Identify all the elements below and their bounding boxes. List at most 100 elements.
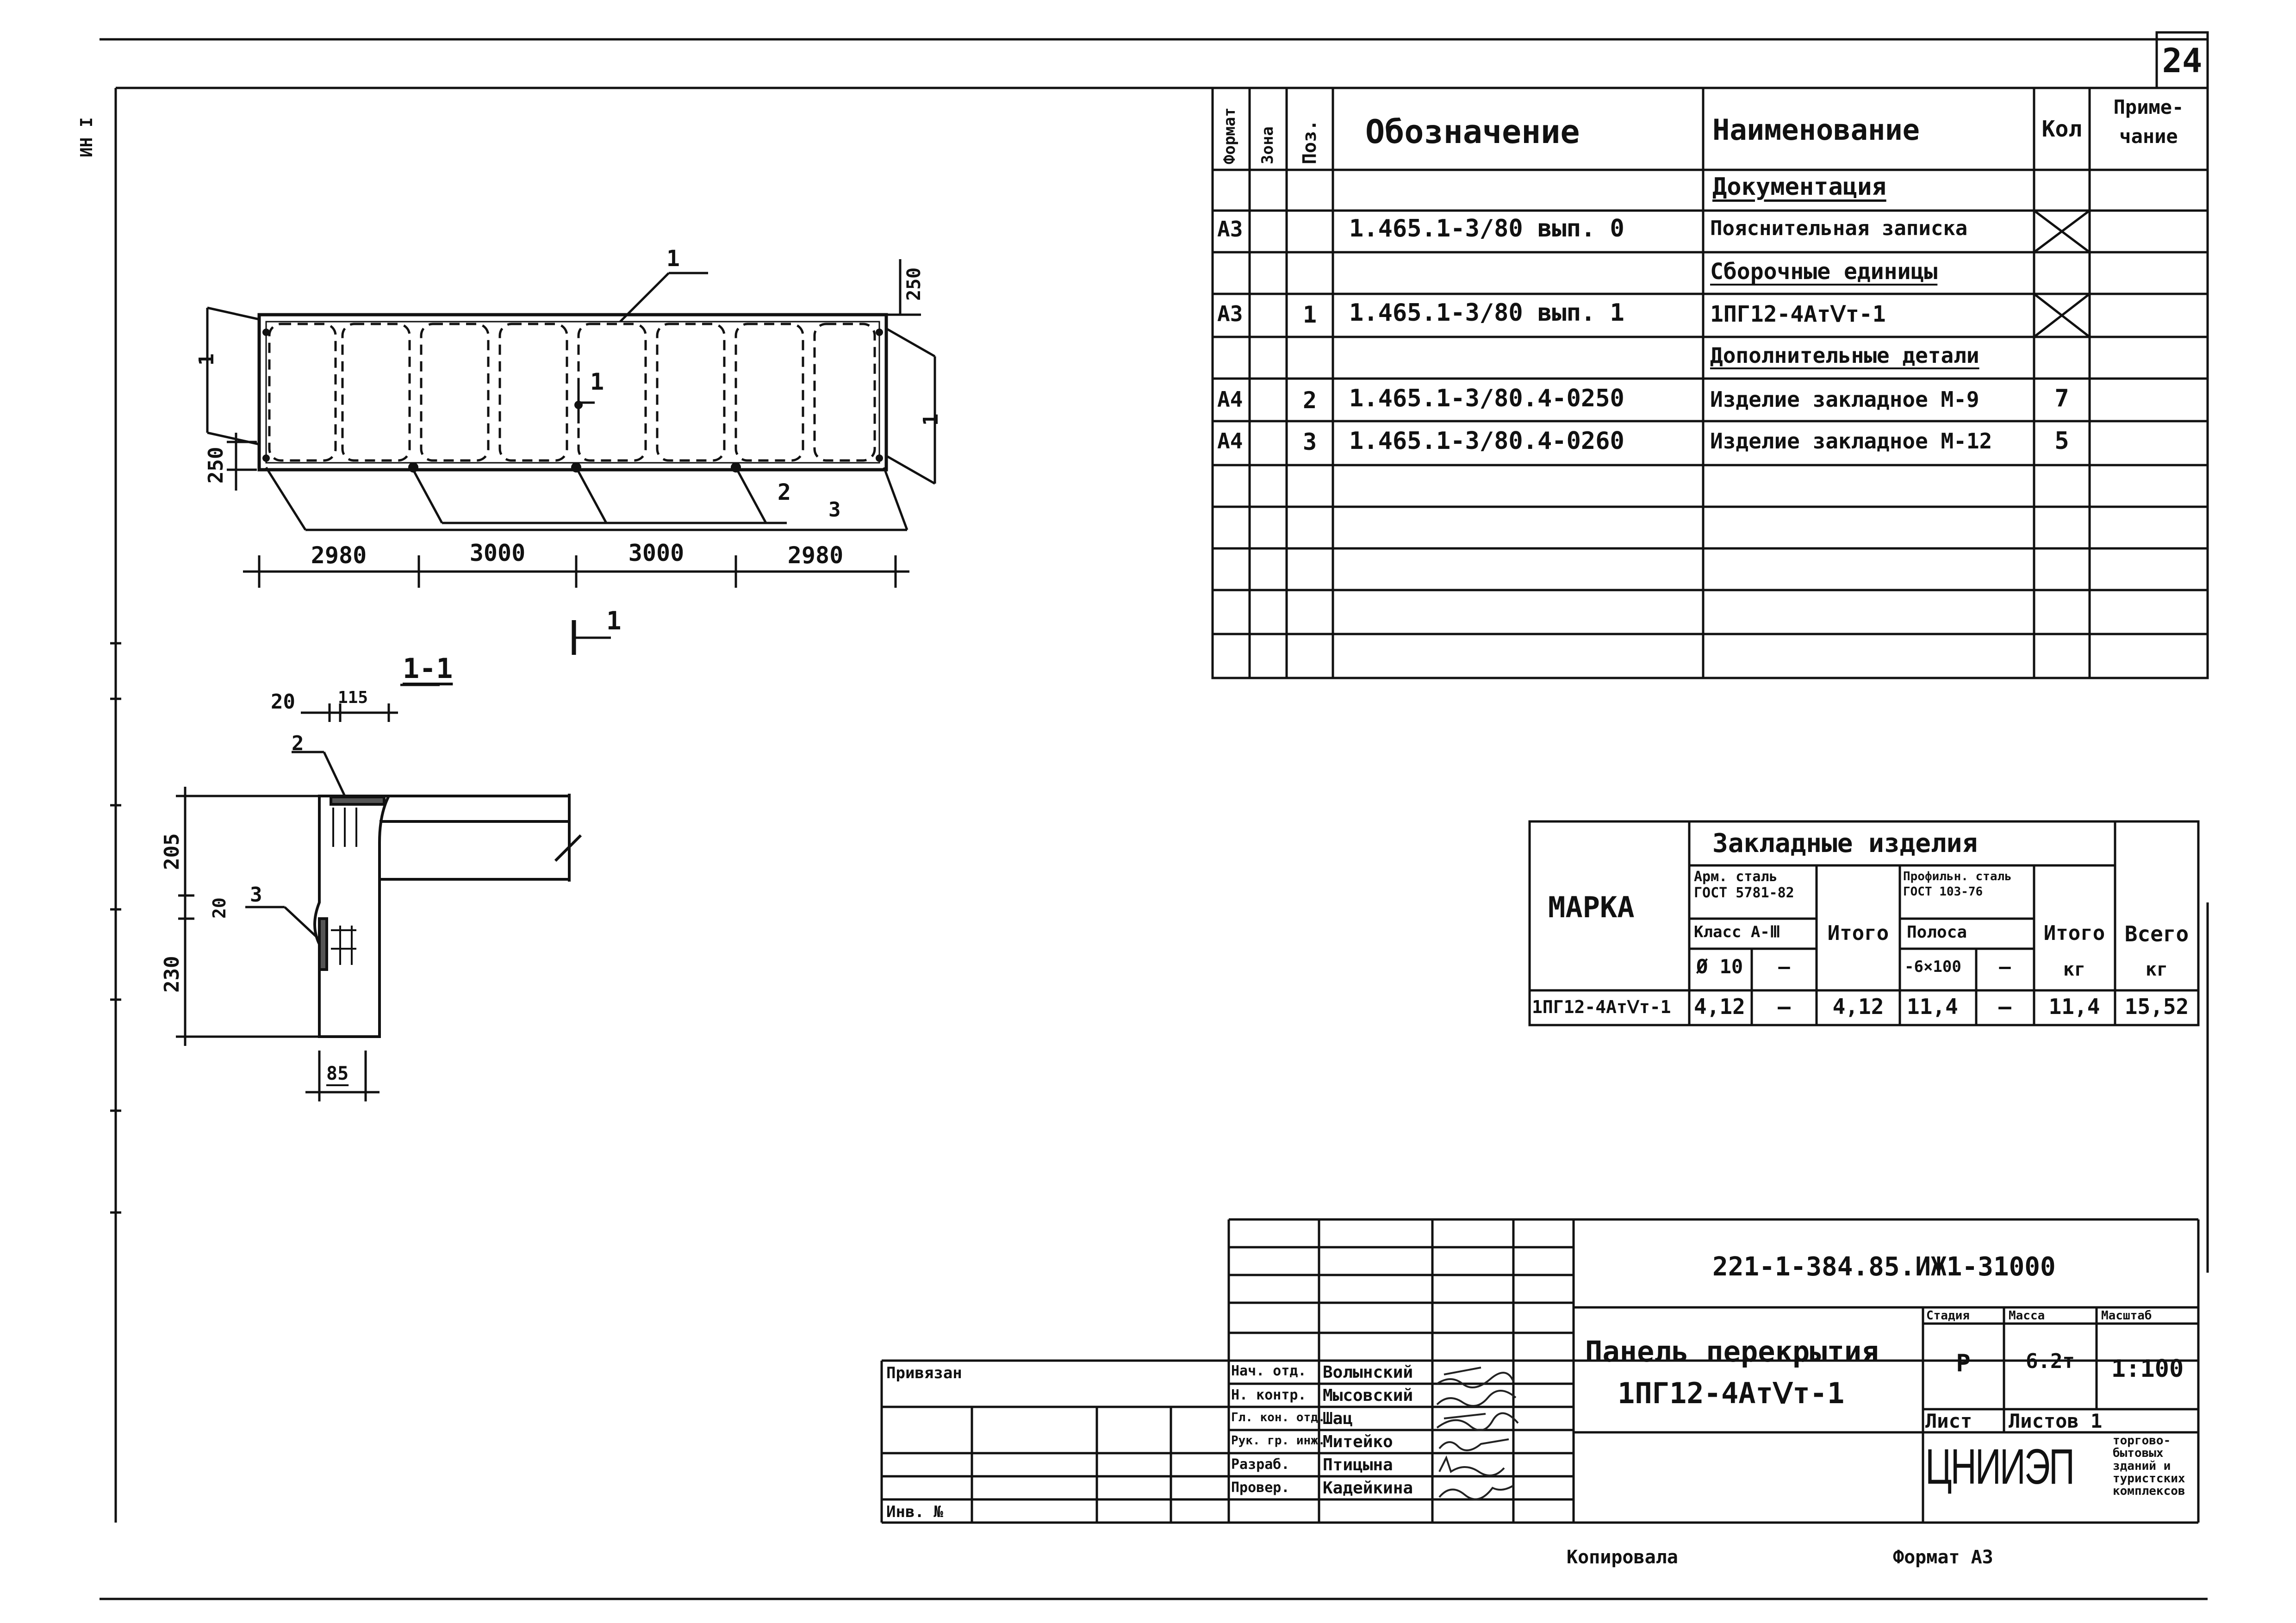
doc-title-line2: 1ПГ12-4АтⅤт-1: [1618, 1376, 1845, 1410]
spec-row-format: А3: [1217, 301, 1243, 326]
spec-row-format: А4: [1217, 429, 1243, 454]
plan-section-mark-left: 1: [195, 353, 218, 366]
copied-by: Копировала: [1567, 1547, 1678, 1568]
embedded-prof-dash: —: [1999, 955, 2011, 978]
role-n-kontr: Н. контр.: [1231, 1387, 1307, 1403]
embedded-row-total: 15,52: [2124, 994, 2189, 1019]
embedded-arm-class: Класс А-Ⅲ: [1694, 923, 1781, 941]
spec-header-zone: Зона: [1258, 126, 1277, 164]
embedded-strip: Полоса: [1907, 923, 1967, 942]
plan-callout-1: 1: [666, 246, 680, 272]
plan-section-mark-mid: 1: [590, 368, 604, 395]
sheets-label: Листов 1: [2009, 1410, 2103, 1432]
section-callout-3: 3: [250, 883, 262, 907]
spec-row-pos: 1: [1302, 301, 1317, 328]
sheet-label: Лист: [1925, 1410, 1972, 1432]
plan-view-nodes: [262, 329, 883, 473]
section-dim-20: 20: [271, 690, 295, 714]
spec-row-designation: 1.465.1-3/80.4-0260: [1349, 427, 1624, 455]
embedded-row-arm-total: 4,12: [1832, 994, 1884, 1019]
plan-view-cells: [268, 323, 876, 462]
role-name: Шац: [1323, 1409, 1353, 1428]
role-name: Волынский: [1323, 1363, 1413, 1382]
plan-top-dim: 250: [903, 267, 925, 301]
spec-row-designation: 1.465.1-3/80 вып. 1: [1349, 299, 1624, 327]
embedded-table-grid: [1528, 820, 2200, 1026]
plan-callout-3: 3: [828, 498, 841, 522]
spec-header-note: Приме-чание: [2113, 96, 2184, 148]
role-name: Кадейкина: [1323, 1479, 1413, 1498]
mass-label: Масса: [2009, 1309, 2045, 1323]
plan-dim-3: 3000: [628, 540, 684, 566]
signature-marks: [1436, 1367, 1519, 1500]
bound-label: Привязан: [886, 1364, 962, 1382]
section-dim-205: 205: [160, 833, 184, 870]
scale-label: Масштаб: [2101, 1309, 2152, 1323]
spec-row-name: 1ПГ12-4АтⅤт-1: [1710, 301, 1886, 327]
doc-code: 221-1-384.85.ИЖ1-31000: [1712, 1252, 2056, 1282]
doc-title-line1: Панель перекрытия: [1585, 1335, 1879, 1368]
spec-row-format: А3: [1217, 217, 1243, 242]
spec-row-name: Пояснительная записка: [1710, 217, 1968, 240]
role-razrab: Разраб.: [1231, 1456, 1290, 1473]
spec-header-format: Формат: [1220, 107, 1239, 164]
section-dim-115: 115: [338, 688, 368, 707]
spec-row-qty: 5: [2054, 427, 2069, 455]
plan-section-mark-bottom: 1: [606, 606, 622, 635]
embedded-arm-steel: Арм. сталь ГОСТ 5781-82: [1694, 869, 1794, 901]
role-gl-kon: Гл. кон. отд.: [1231, 1411, 1325, 1424]
plan-side-dim: 250: [204, 447, 228, 484]
plan-section-mark-right: 1: [919, 413, 943, 426]
title-block-grid: [880, 1218, 2200, 1524]
section-dim-20b: 20: [209, 897, 230, 919]
plan-callout-2: 2: [778, 479, 791, 505]
spec-row-name: Изделие закладное М-12: [1710, 429, 1992, 454]
embedded-arm-dash: —: [1778, 955, 1790, 978]
spec-row-qty: 7: [2054, 385, 2069, 412]
role-name: Митейко: [1323, 1432, 1393, 1451]
spec-header-designation: Обозначение: [1365, 113, 1580, 151]
plan-dim-2: 3000: [469, 540, 526, 566]
inv-label: Инв. №: [886, 1503, 943, 1521]
format-label: Формат А3: [1893, 1547, 1993, 1568]
spec-row-section-assemblies: Сборочные единицы: [1710, 259, 1938, 285]
section-callout-2: 2: [292, 732, 304, 755]
spec-row-section-docs: Документация: [1712, 173, 1886, 201]
section-view-drawing: [313, 794, 582, 1038]
spec-row-name: Изделие закладное М-9: [1710, 387, 1979, 412]
embedded-itogo-kg: Итого: [2043, 921, 2105, 945]
embedded-prof-steel: Профильн. сталь ГОСТ 103-76: [1903, 870, 2012, 899]
org-subtitle: торгово- бытовых зданий и туристских ком…: [2113, 1434, 2185, 1499]
mass-value: 6.2т: [2026, 1349, 2075, 1373]
embedded-strip-size: -6×100: [1904, 958, 1961, 976]
role-name: Мысовский: [1323, 1386, 1413, 1405]
stage-value: Р: [1956, 1349, 1971, 1377]
spec-row-designation: 1.465.1-3/80.4-0250: [1349, 385, 1624, 412]
role-name: Птицына: [1323, 1455, 1393, 1474]
embedded-row-prof-total: 11,4: [2048, 994, 2100, 1019]
plan-dim-1: 2980: [311, 542, 367, 569]
spec-row-section-details: Дополнительные детали: [1710, 343, 1979, 368]
spec-header-qty: Кол: [2041, 116, 2082, 142]
embedded-row-arm-dash: —: [1778, 994, 1791, 1019]
embedded-row-arm: 4,12: [1694, 994, 1745, 1019]
embedded-total-unit: кг: [2145, 959, 2168, 980]
stage-label: Стадия: [1926, 1309, 1970, 1323]
scale-value: 1:100: [2111, 1355, 2184, 1383]
embedded-title: Закладные изделия: [1712, 828, 1978, 858]
plan-dim-4: 2980: [787, 542, 844, 569]
embedded-row-mark: 1ПГ12-4АтⅤт-1: [1532, 997, 1671, 1017]
role-ruk-gr: Рук. гр. инж.: [1231, 1434, 1325, 1448]
org-logo: ЦНИИЭП: [1925, 1438, 2075, 1494]
spec-header-name: Наименование: [1712, 113, 1920, 147]
spec-row-pos: 2: [1302, 387, 1317, 414]
plan-view-drawing: [257, 313, 888, 472]
embedded-arm-dia: Ø 10: [1696, 955, 1743, 978]
embedded-itogo: Итого: [1827, 921, 1889, 945]
page-number: 24: [2162, 41, 2203, 80]
spec-header-pos: Поз.: [1299, 119, 1320, 164]
margin-label: ИН I: [77, 117, 96, 157]
spec-row-designation: 1.465.1-3/80 вып. 0: [1349, 215, 1624, 243]
embedded-row-prof-dash: —: [1998, 994, 2011, 1019]
